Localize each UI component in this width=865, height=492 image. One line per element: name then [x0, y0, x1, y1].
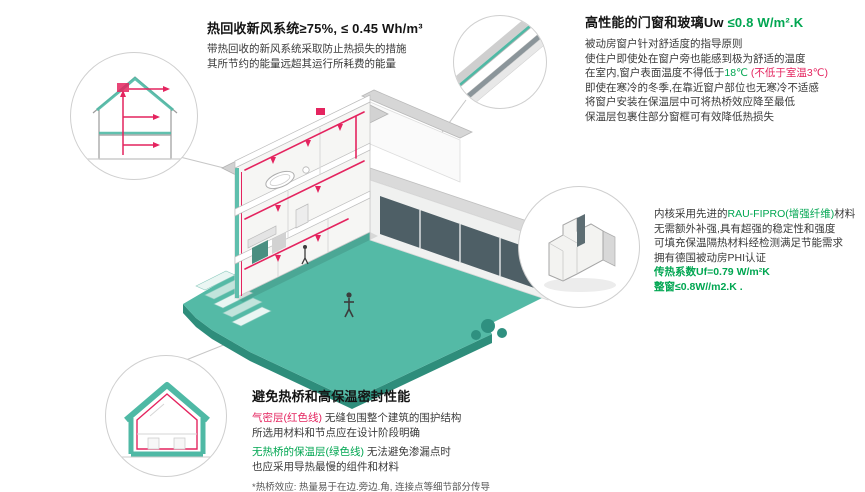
profile-line1-post: 材料 [834, 208, 856, 220]
windows-line3-note: (不低于室温3℃) [747, 67, 828, 79]
kitchen-counter [247, 225, 277, 249]
windows-line3: 在室内,窗户表面温度不得低于18℃ (不低于室温3℃) [585, 66, 863, 81]
windows-title: 高性能的门窗和玻璃Uw ≤0.8 W/m².K [585, 12, 863, 31]
profile-line1: 内核采用先进的RAU-FIPRO(增强纤维)材料 [654, 207, 865, 222]
profile-line1-pre: 内核采用先进的 [654, 208, 728, 220]
insulation-section-drawing [118, 382, 216, 458]
thermal-line2: 所选用材料和节点应在设计阶段明确 [252, 426, 420, 439]
house-illustration [183, 89, 562, 409]
ventilation-line2: 其所节约的能量远超其运行所耗费的能量 [207, 57, 396, 70]
fridge [295, 203, 309, 229]
windows-title-value: ≤0.8 W/m².K [727, 15, 804, 30]
profile-line3: 可填充保温隔热材料经检测满足节能需求 [654, 237, 843, 249]
callout-circle-window-corner [453, 15, 547, 109]
callout-profile-text: 内核采用先进的RAU-FIPRO(增强纤维)材料 无需额外补强,具有超强的稳定性… [654, 207, 865, 294]
callout-ventilation-text: 热回收新风系统≥75%, ≤ 0.45 Wh/m³ 带热回收的新风系统采取防止热… [207, 18, 527, 71]
roof-vent [316, 108, 325, 115]
insulation-layer-line [235, 168, 239, 298]
cutaway-section [234, 94, 378, 302]
callout-windows-text: 高性能的门窗和玻璃Uw ≤0.8 W/m².K 被动房窗户针对舒适度的指导原则 … [585, 12, 863, 124]
ventilation-title-label: 热回收新风系统 [207, 21, 300, 36]
thermal-line3: 无热桥的保温层(绿色线) 无法避免渗漏点时 [252, 445, 597, 460]
window-corner-drawing [454, 16, 546, 108]
callout-circle-insulation [105, 355, 227, 477]
thermal-line3-green: 无热桥的保温层(绿色线) [252, 446, 364, 458]
ventilation-section-drawing [87, 76, 183, 160]
windows-line2: 使住户即使处在窗户旁也能感到极为舒适的温度 [585, 52, 806, 65]
profile-line4: 拥有德国被动房PHI认证 [654, 251, 767, 264]
windows-line3-temp: 18℃ [724, 67, 748, 79]
profile-line2: 无需额外补强,具有超强的稳定性和强度 [654, 222, 836, 235]
thermal-line1-rest: 无缝包围整个建筑的围护结构 [322, 412, 462, 424]
windows-title-label: 高性能的门窗和玻璃 [585, 15, 704, 30]
storage-box [272, 232, 286, 254]
ventilation-title: 热回收新风系统≥75%, ≤ 0.45 Wh/m³ [207, 18, 527, 37]
windows-line5: 将窗户安装在保温层中可将热桥效应降至最低 [585, 96, 795, 108]
profile-line5: 传热系数Uf=0.79 W/m²K [654, 266, 770, 278]
thermal-line3-rest: 无法避免渗漏点时 [364, 446, 451, 458]
callout-circle-window-profile [518, 186, 640, 308]
ventilation-ducts [244, 111, 365, 270]
windows-line6: 保温层包裹住部分窗框可有效降低热损失 [585, 110, 774, 123]
windows-line4: 即使在寒冷的冬季,在靠近窗户部位也无寒冷不适感 [585, 81, 819, 94]
section-duct-arrows [120, 86, 170, 148]
insulated-house-section [118, 382, 216, 458]
duct-arrows [270, 124, 343, 262]
ventilation-line1: 带热回收的新风系统采取防止热损失的措施 [207, 43, 407, 55]
ventilation-title-value: ≥75%, ≤ 0.45 Wh/m³ [299, 21, 423, 36]
section-ducts [122, 88, 163, 155]
hvac-unit [252, 240, 268, 264]
person-figure-basement [301, 245, 309, 265]
windows-line1: 被动房窗户针对舒适度的指导原则 [585, 38, 743, 50]
toilet [302, 166, 310, 174]
window-profile-drawing [544, 214, 616, 292]
heat-exchanger [117, 83, 129, 92]
windows-title-u: Uw [703, 15, 728, 30]
window-profile [544, 214, 616, 292]
thermal-title: 避免热桥和高保温密封性能 [252, 389, 411, 404]
callout-thermal-text: 避免热桥和高保温密封性能 气密层(红色线) 无缝包围整个建筑的围护结构 所选用材… [252, 386, 597, 492]
section-insulation [96, 76, 174, 135]
thermal-line4: 也应采用导热最慢的组件和材料 [252, 460, 399, 473]
person-figure [344, 292, 354, 318]
bathtub [265, 170, 295, 190]
garden-bushes [471, 319, 507, 340]
thermal-line1-red: 气密层(红色线) [252, 412, 322, 424]
windows-line3-pre: 在室内,窗户表面温度不得低于 [585, 67, 725, 79]
thermal-line1: 气密层(红色线) 无缝包围整个建筑的围护结构 [252, 411, 597, 426]
thermal-footnote: *热桥效应: 热量易于在边.旁边.角, 连接点等细节部分传导 [252, 482, 491, 492]
window-corner-detail [454, 16, 546, 108]
callout-circle-ventilation [70, 52, 198, 180]
profile-line6: 整窗≤0.8W//m2.K . [654, 280, 743, 293]
profile-line1-brand: RAU-FIPRO(增强纤维) [727, 208, 835, 220]
